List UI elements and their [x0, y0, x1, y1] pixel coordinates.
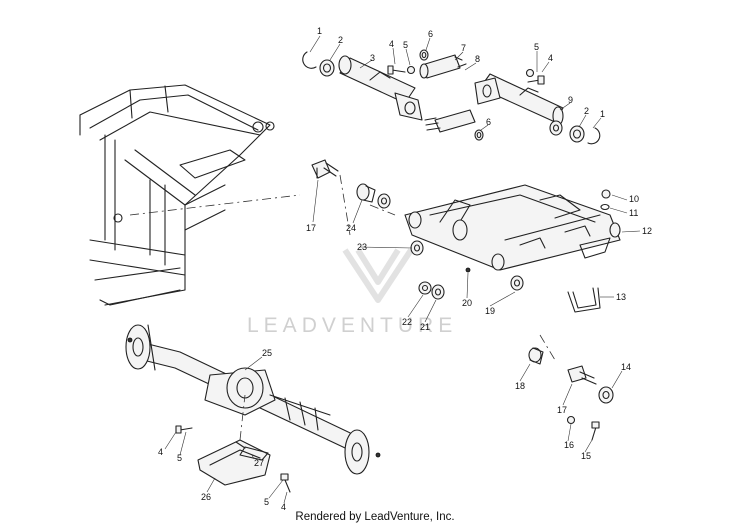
callouts: 1 2 3 4 5 6 7 8 6 5 4 9 2 1 10 11 12 13 … [158, 26, 652, 512]
bushing-21 [431, 284, 445, 300]
washer-19 [510, 275, 524, 291]
callout-5-lower-left: 5 [177, 453, 182, 463]
callout-4-lower-left: 4 [158, 447, 163, 457]
callout-15: 15 [581, 451, 591, 461]
callout-11: 11 [629, 208, 638, 218]
callout-17-upper: 17 [306, 223, 316, 233]
bolt-upper-right [527, 75, 545, 85]
washer-upper-left [419, 49, 429, 61]
pivot-shaft-assembly [302, 49, 601, 145]
pivot-pin-lower [424, 109, 476, 133]
pivot-pin-upper [419, 54, 467, 79]
callout-26: 26 [201, 492, 211, 502]
snap-ring-left [302, 51, 317, 69]
callout-5: 5 [403, 40, 408, 50]
bearing-left [319, 59, 335, 77]
watermark-logo [342, 248, 414, 303]
lower-right-leader [539, 334, 556, 361]
callout-23: 23 [357, 242, 367, 252]
callout-6: 6 [428, 29, 433, 39]
nut-upper-right [525, 68, 535, 78]
vehicle-frame [79, 84, 275, 306]
bushing-right [549, 120, 563, 136]
leader-lines [164, 35, 641, 504]
callout-24: 24 [346, 223, 356, 233]
bolt-15 [591, 421, 600, 441]
swing-arm [404, 184, 621, 271]
callout-18: 18 [515, 381, 525, 391]
callout-16: 16 [564, 440, 574, 450]
bolt-lower-bottom [280, 473, 291, 493]
spacer-27 [239, 446, 269, 461]
pivot-tube-left [338, 55, 423, 121]
washer-22 [418, 281, 432, 295]
callout-4-right: 4 [548, 53, 553, 63]
bearing-right [569, 125, 585, 143]
spindle-17-upper [311, 159, 339, 179]
bearing-14 [598, 386, 614, 404]
washer-11 [600, 203, 610, 211]
watermark: LEADVENTURE [247, 248, 457, 337]
callout-25: 25 [262, 348, 272, 358]
nut-16 [566, 415, 576, 425]
callout-14: 14 [621, 362, 631, 372]
callout-21: 21 [420, 322, 430, 332]
skid-leader [239, 394, 246, 441]
frame-leader [129, 194, 301, 216]
callout-5-right: 5 [534, 42, 539, 52]
spindle-17-lower [567, 365, 597, 385]
center-leader-b [369, 204, 396, 216]
callout-4: 4 [389, 39, 394, 49]
u-bolt-13 [567, 287, 601, 313]
callout-1: 1 [317, 26, 322, 36]
callout-20: 20 [462, 298, 472, 308]
callout-2: 2 [338, 35, 343, 45]
callout-9: 9 [568, 95, 573, 105]
callout-19: 19 [485, 306, 495, 316]
footer-credit: Rendered by LeadVenture, Inc. [295, 511, 455, 523]
callout-7: 7 [461, 43, 466, 53]
callout-27: 27 [254, 458, 264, 468]
bolt-lower-left [175, 425, 193, 434]
washer-23 [410, 240, 424, 256]
rear-axle-assembly [125, 324, 381, 475]
watermark-text: LEADVENTURE [247, 314, 457, 337]
callout-3: 3 [370, 53, 375, 63]
snap-ring-right [587, 127, 601, 145]
bushing-18 [528, 347, 544, 365]
nut-upper-left [406, 65, 416, 75]
callout-8: 8 [475, 54, 480, 64]
bolt-upper-left [387, 65, 406, 75]
callout-2-right: 2 [584, 106, 589, 116]
washer-lower [474, 129, 484, 141]
callout-17-lower: 17 [557, 405, 567, 415]
callout-13: 13 [616, 292, 626, 302]
callout-22: 22 [402, 317, 412, 327]
callout-10: 10 [629, 194, 639, 204]
callout-4-bottom: 4 [281, 502, 286, 512]
seal-24 [377, 193, 391, 209]
callout-5-bottom: 5 [264, 497, 269, 507]
callout-12: 12 [642, 226, 652, 236]
callout-1-right: 1 [600, 109, 605, 119]
nut-10 [601, 189, 611, 199]
grease-fitting-20 [465, 267, 471, 273]
callout-6-lower: 6 [486, 117, 491, 127]
bushing-24 [356, 183, 376, 203]
